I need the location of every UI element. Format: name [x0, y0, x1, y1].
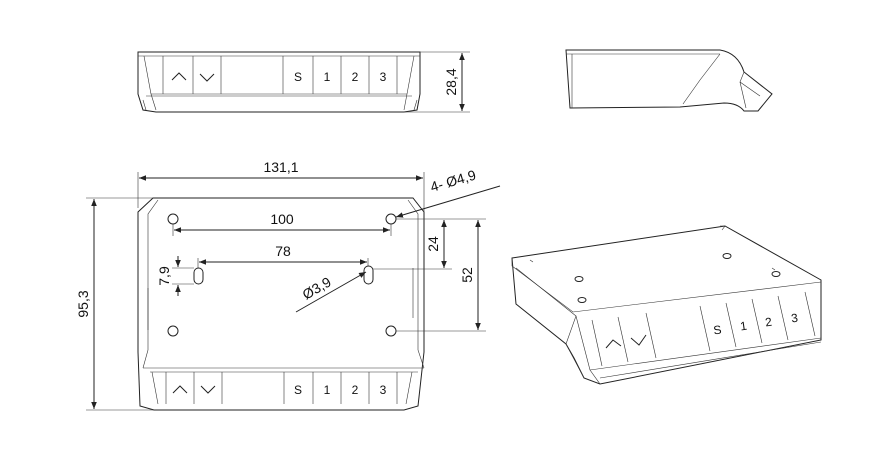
- key-3-label: 3: [790, 311, 799, 326]
- mount-hole: [722, 253, 732, 259]
- key-2-label: 2: [352, 383, 359, 397]
- key-1-label: 1: [739, 319, 748, 334]
- depth-dimension: 95,3: [75, 290, 91, 317]
- key-s-label: S: [294, 383, 302, 397]
- side-view: [565, 49, 773, 112]
- key-1-label: 1: [324, 383, 331, 397]
- top-view: S 1 2 3 131,1 100 78 7,9: [75, 159, 501, 411]
- height-dimension: 28,4: [443, 68, 459, 95]
- mount-holes-callout: 4- Ø4,9: [428, 167, 477, 195]
- mount-hole: [574, 276, 584, 282]
- key-3-label: 3: [380, 70, 387, 84]
- chevron-up-icon: [172, 385, 188, 394]
- mount-hole: [577, 297, 587, 303]
- key-s-label: S: [294, 70, 302, 84]
- hole-spacing-y-dimension: 52: [459, 267, 475, 283]
- chevron-up-icon: [605, 339, 622, 349]
- mount-hole: [771, 271, 781, 277]
- slot: [193, 267, 204, 285]
- chevron-down-icon: [199, 73, 215, 82]
- chevron-down-icon: [200, 385, 216, 394]
- hole-spacing-x-dimension: 100: [270, 211, 294, 227]
- slot-length-dimension: 7,9: [156, 266, 172, 286]
- key-1-label: 1: [324, 70, 331, 84]
- slot-spacing-x-dimension: 78: [275, 243, 291, 259]
- chevron-up-icon: [171, 72, 187, 81]
- chevron-down-icon: [630, 334, 647, 346]
- front-view: S 1 2 3 28,4: [137, 51, 470, 113]
- key-2-label: 2: [764, 315, 773, 330]
- key-s-label: S: [713, 323, 723, 338]
- slot-offset-y-dimension: 24: [425, 236, 441, 252]
- key-2-label: 2: [352, 70, 359, 84]
- mount-hole: [167, 325, 179, 337]
- isometric-view: S 1 2 3: [511, 225, 822, 385]
- key-3-label: 3: [380, 383, 387, 397]
- width-dimension: 131,1: [263, 159, 298, 175]
